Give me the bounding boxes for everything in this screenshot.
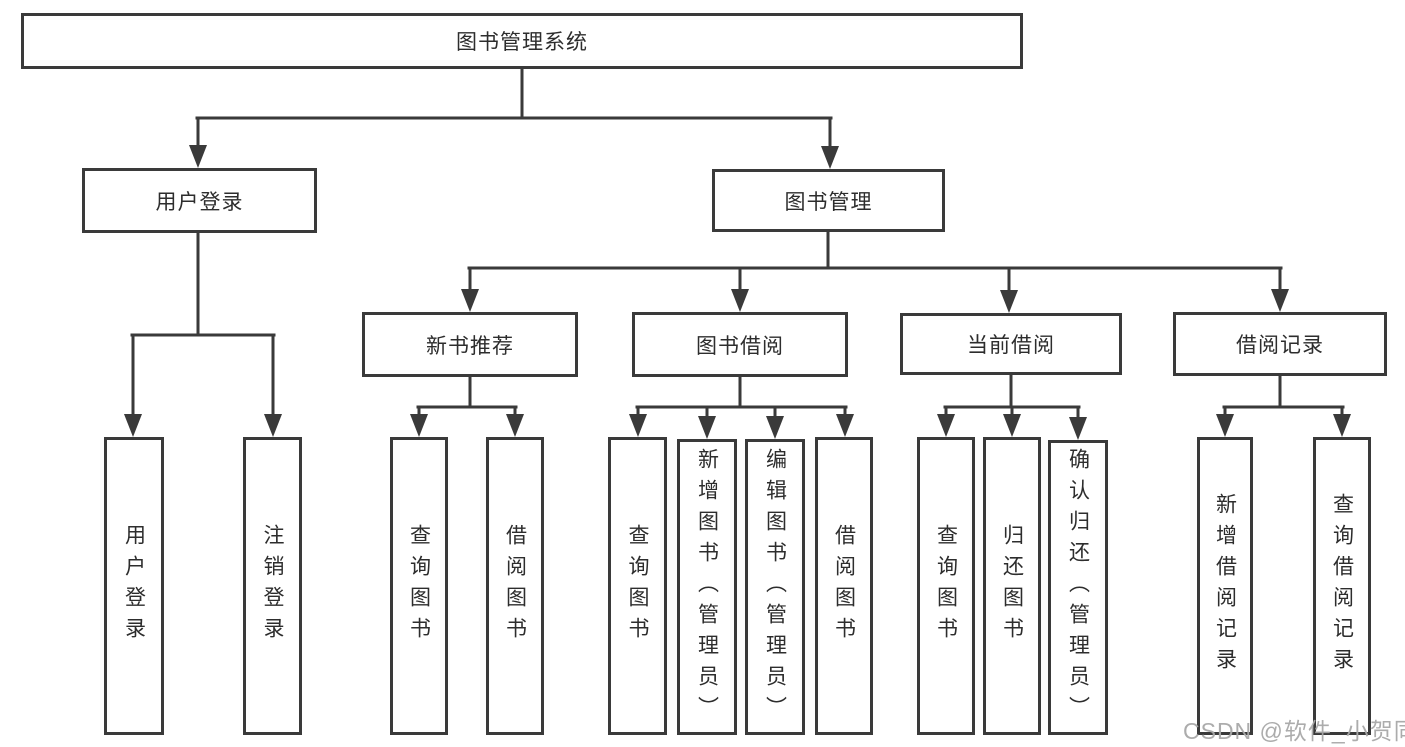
leaf-user-login: 用户登录	[104, 437, 164, 735]
leaf-add-borrow-record: 新增借阅记录	[1197, 437, 1253, 735]
leaf-logout: 注销登录	[243, 437, 302, 735]
node-book-management: 图书管理	[712, 169, 945, 232]
leaf-query-books-current: 查询图书	[917, 437, 975, 735]
leaf-return-books: 归还图书	[983, 437, 1041, 735]
leaf-borrow-books-borrowing: 借阅图书	[815, 437, 873, 735]
watermark: CSDN @软件_小贺同学	[1183, 718, 1405, 744]
leaf-borrow-books-recommend: 借阅图书	[486, 437, 544, 735]
leaf-query-borrow-record: 查询借阅记录	[1313, 437, 1371, 735]
node-root: 图书管理系统	[21, 13, 1023, 69]
leaf-edit-books-admin: 编辑图书（管理员）	[745, 439, 805, 735]
leaf-confirm-return-admin: 确认归还（管理员）	[1048, 440, 1108, 735]
node-book-borrowing: 图书借阅	[632, 312, 848, 377]
leaf-query-books-recommend: 查询图书	[390, 437, 448, 735]
node-current-borrowing: 当前借阅	[900, 313, 1122, 375]
leaf-add-books-admin: 新增图书（管理员）	[677, 439, 737, 735]
node-borrowing-records: 借阅记录	[1173, 312, 1387, 376]
node-new-book-recommend: 新书推荐	[362, 312, 578, 377]
leaf-query-books-borrowing: 查询图书	[608, 437, 667, 735]
node-user-login: 用户登录	[82, 168, 317, 233]
